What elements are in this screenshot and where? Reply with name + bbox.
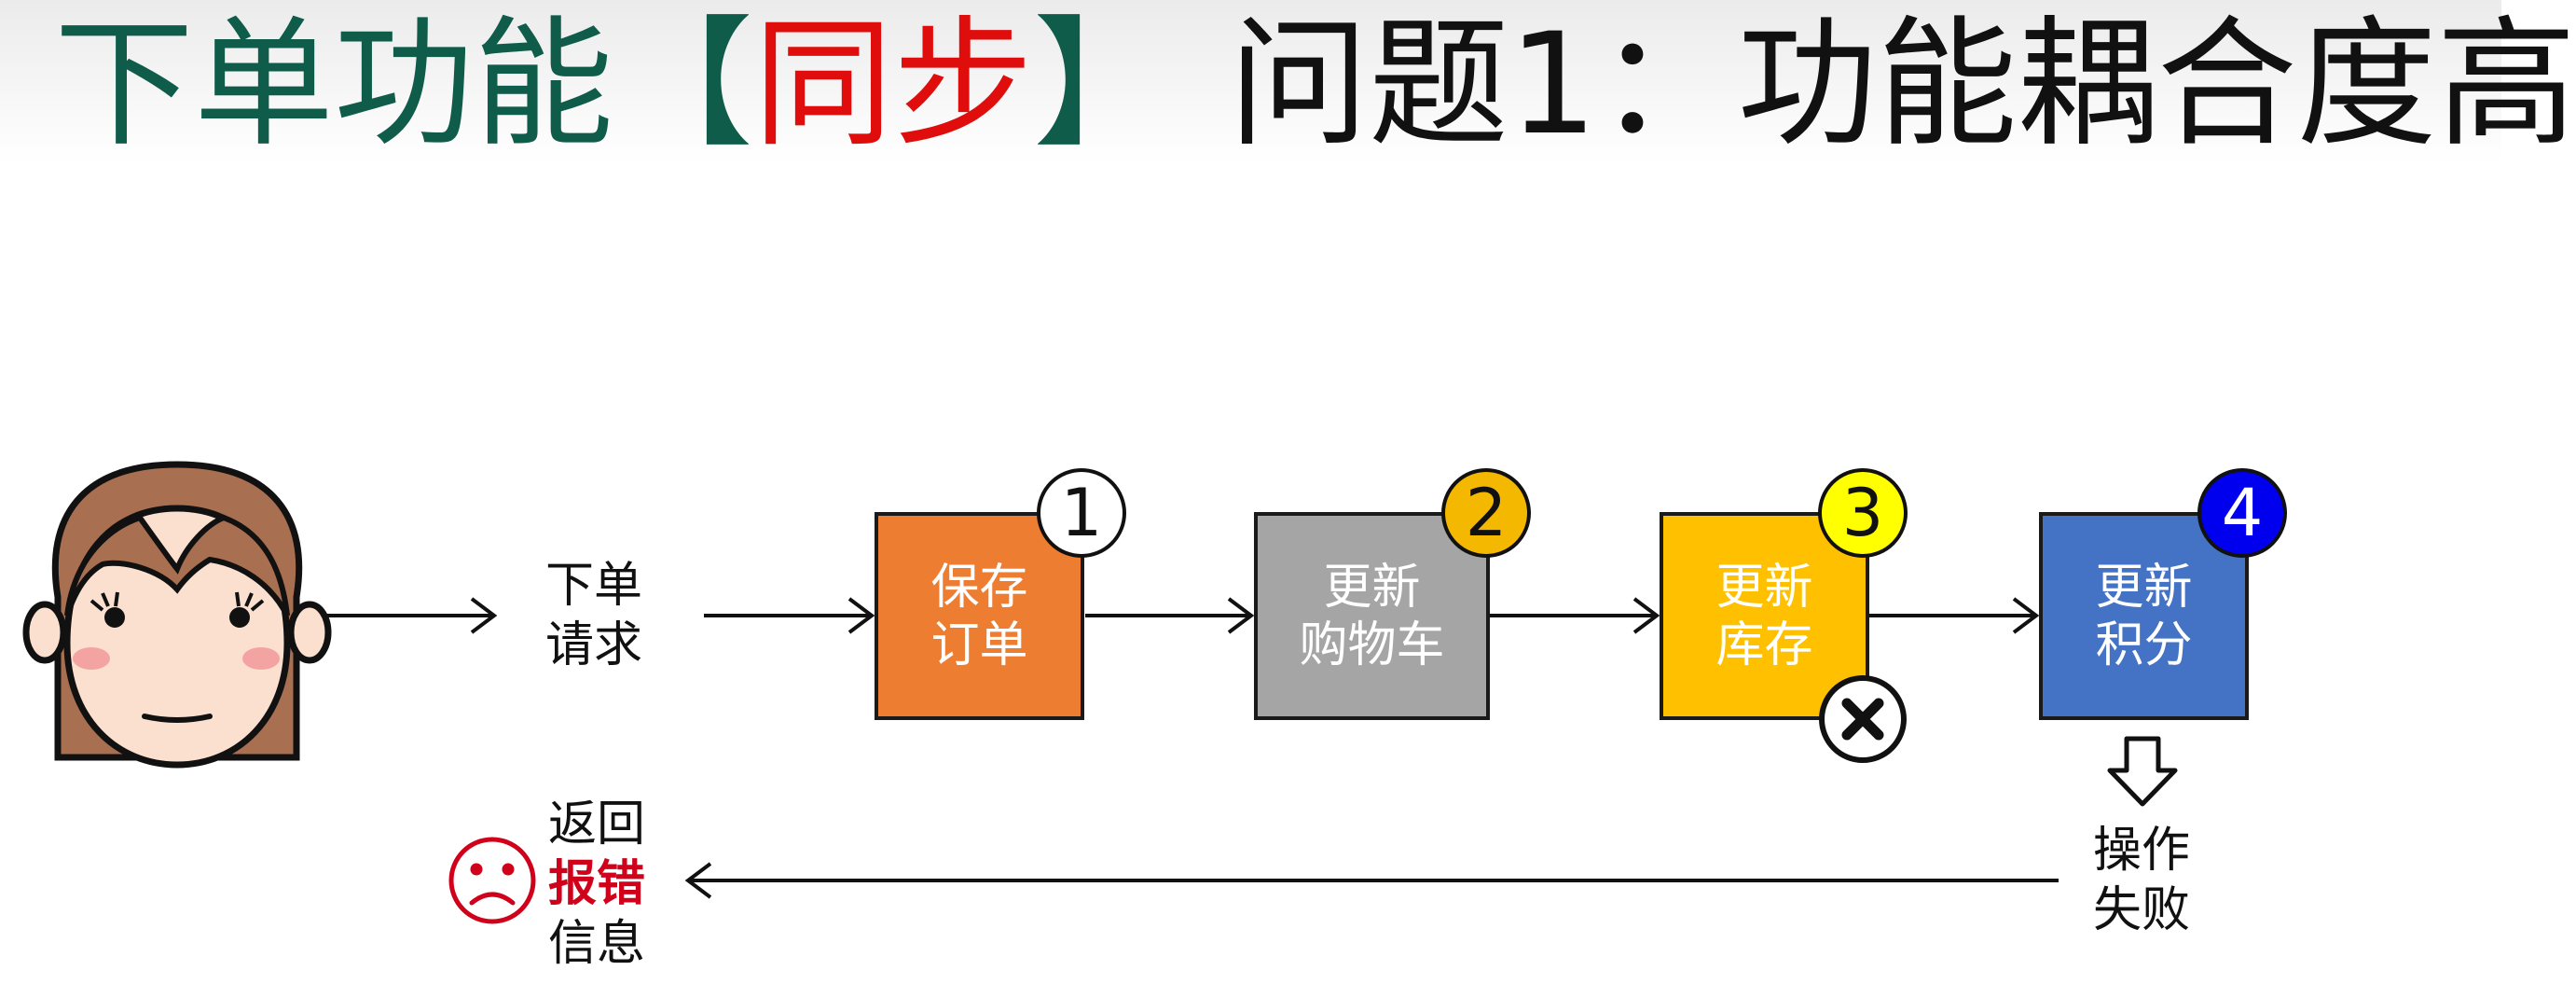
step-box-save-order: 保存 订单 bbox=[875, 512, 1084, 720]
title-part-4: 问题1：功能耦合度高 bbox=[1229, 3, 2576, 166]
step-1-line-1: 保存 bbox=[930, 559, 1028, 616]
sad-face-icon bbox=[448, 837, 536, 924]
step-number-badge-1: 1 bbox=[1037, 468, 1126, 558]
page-title: 下单功能【同步】问题1：功能耦合度高 bbox=[54, 7, 2576, 161]
step-2-line-2: 购物车 bbox=[1299, 617, 1445, 673]
step-box-update-points: 更新 积分 bbox=[2039, 512, 2249, 720]
down-arrow-icon bbox=[2107, 736, 2178, 807]
flow-arrows bbox=[324, 597, 2059, 899]
girl-avatar-icon bbox=[22, 461, 332, 769]
step-3-line-2: 库存 bbox=[1715, 617, 1813, 673]
operation-failed-label: 操作 失败 bbox=[2093, 821, 2190, 940]
title-part-2: 同步 bbox=[753, 3, 1034, 166]
order-request-line-2: 请求 bbox=[545, 617, 643, 673]
return-error-line-1: 返回 bbox=[548, 797, 646, 852]
title-part-3: 】 bbox=[1033, 3, 1174, 166]
step-4-line-1: 更新 bbox=[2095, 559, 2193, 616]
order-request-line-1: 下单 bbox=[545, 558, 643, 614]
step-4-line-2: 积分 bbox=[2095, 617, 2193, 673]
flow-diagram bbox=[22, 461, 2178, 924]
return-error-line-3: 信息 bbox=[548, 916, 646, 972]
operation-failed-line-2: 失败 bbox=[2093, 882, 2191, 938]
step-2-line-1: 更新 bbox=[1323, 559, 1421, 616]
return-error-line-2: 报错 bbox=[548, 856, 646, 912]
step-number-badge-2: 2 bbox=[1441, 468, 1531, 558]
title-part-1: 下单功能【 bbox=[54, 3, 754, 166]
step-1-line-2: 订单 bbox=[930, 617, 1028, 673]
step-number-badge-3: 3 bbox=[1818, 468, 1908, 558]
error-x-icon bbox=[1819, 675, 1907, 763]
return-error-label: 返回 报错 信息 bbox=[548, 795, 645, 974]
step-box-update-cart: 更新 购物车 bbox=[1254, 512, 1490, 720]
title-band bbox=[0, 0, 2501, 163]
order-request-label: 下单 请求 bbox=[545, 556, 642, 675]
operation-failed-line-1: 操作 bbox=[2093, 823, 2191, 879]
step-3-line-1: 更新 bbox=[1715, 559, 1813, 616]
step-number-badge-4: 4 bbox=[2197, 468, 2287, 558]
